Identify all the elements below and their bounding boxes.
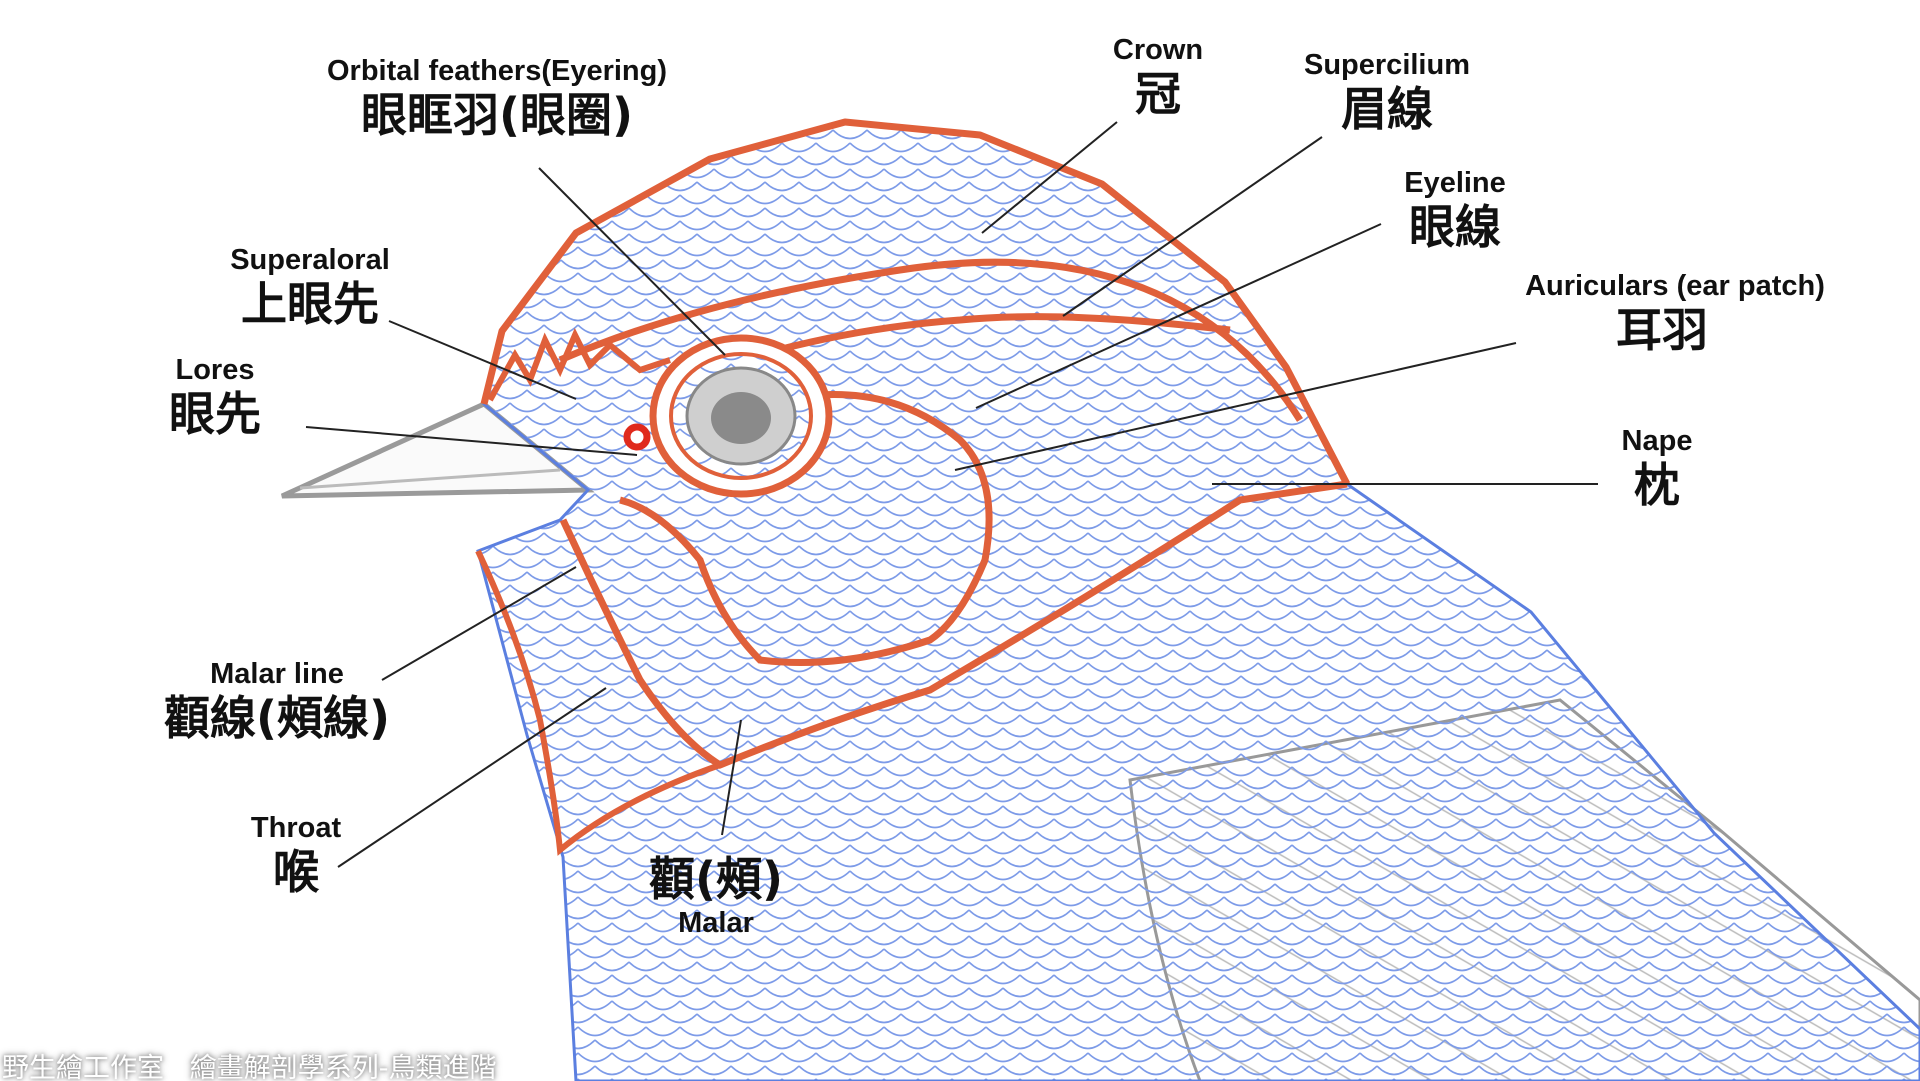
leader-orbital [538,167,726,356]
leader-malar [721,719,742,836]
label-en: Eyeline [1404,167,1506,199]
leader-supercilium [1062,136,1323,317]
superaloral-outline [487,327,671,402]
label-en: Superaloral [230,244,390,276]
label-en: Crown [1112,34,1204,66]
label-zh: 枕 [1633,458,1680,512]
label-superaloral: Superaloral 上眼先 [230,243,390,331]
label-zh: 冠 [1135,67,1181,121]
label-zh: 喉 [273,845,319,899]
leader-eyeline [975,223,1382,409]
marker-dot [623,423,651,451]
leader-malar-line [381,566,577,681]
leader-auriculars [954,342,1517,471]
label-malar: 顴(頰) Malar [649,852,783,940]
label-zh: 上眼先 [241,277,379,331]
label-en: Malar [678,907,754,939]
malar-outline [559,480,1348,769]
label-crown: Crown 冠 [1113,33,1203,121]
leader-crown [981,121,1118,234]
leader-lines [305,121,1598,868]
leader-lores [305,426,638,456]
label-zh: 眼線 [1409,200,1501,254]
label-en: Auriculars (ear patch) [1525,270,1825,302]
crown-outline [480,118,1351,486]
label-en: Orbital feathers(Eyering) [326,55,668,87]
label-zh: 顴(頰) [648,852,784,906]
label-eyeline: Eyeline 眼線 [1404,166,1506,254]
label-en: Malar line [210,658,344,690]
auricular-outline [619,391,993,666]
label-en: Lores [175,354,255,386]
watermark: 野生繪工作室 繪畫解剖學系列-鳥類進階 [2,1053,497,1081]
label-zh: 眉線 [1341,82,1433,136]
label-auriculars: Auriculars (ear patch) 耳羽 [1525,269,1825,357]
label-throat: Throat 喉 [251,811,341,899]
label-zh: 眼先 [169,387,261,441]
label-zh: 眼眶羽(眼圈) [360,88,634,142]
label-supercilium: Supercilium 眉線 [1304,48,1470,136]
throat-outline [475,549,721,856]
leader-superaloral [388,320,577,400]
label-en: Supercilium [1304,49,1470,81]
leader-throat [337,687,607,868]
label-nape: Nape 枕 [1622,424,1693,512]
label-zh: 顴線(頰線) [163,691,391,745]
label-zh: 耳羽 [1615,303,1708,357]
label-en: Nape [1621,425,1693,457]
label-malar-line: Malar line 顴線(頰線) [164,657,390,745]
label-orbital: Orbital feathers(Eyering) 眼眶羽(眼圈) [327,54,667,142]
label-lores: Lores 眼先 [169,353,261,441]
label-en: Throat [250,812,342,844]
